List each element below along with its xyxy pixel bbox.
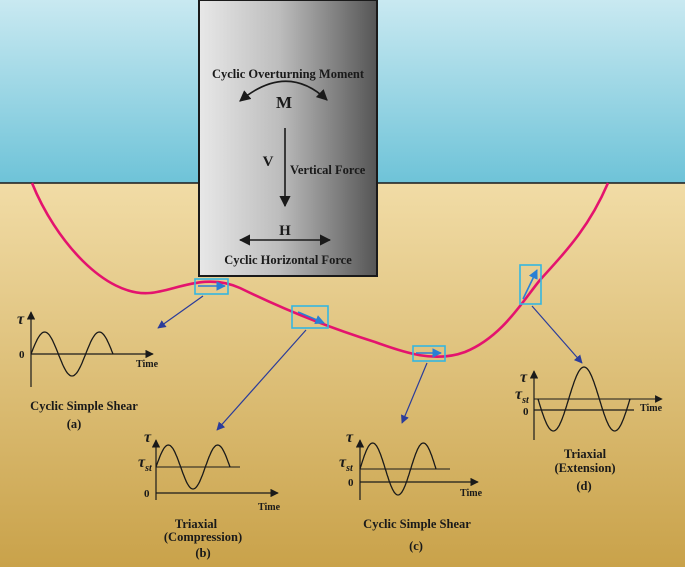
horizontal-symbol: H xyxy=(279,223,291,239)
plot-a-tag: (a) xyxy=(67,417,82,431)
plot-c: τ τst 0 Time Cyclic Simple Shear (c) xyxy=(339,429,483,553)
plot-c-wave xyxy=(359,442,437,496)
plot-d-zero: 0 xyxy=(523,406,529,418)
vertical-symbol: V xyxy=(263,154,274,170)
moment-symbol: M xyxy=(276,93,292,112)
element-box-a xyxy=(194,278,229,295)
failure-surface-curve xyxy=(30,182,610,359)
plot-b: τ τst 0 Time Triaxial (Compression) (b) xyxy=(138,429,281,560)
plot-b-title-1: Triaxial xyxy=(175,517,218,531)
plot-c-st-label: τst xyxy=(339,454,354,474)
plot-a-zero: 0 xyxy=(19,349,25,361)
plot-b-zero: 0 xyxy=(144,488,150,500)
element-box-b xyxy=(291,305,329,329)
plot-a-y-label: τ xyxy=(17,311,25,328)
element-box-d xyxy=(519,264,542,305)
plot-b-tag: (b) xyxy=(195,546,210,560)
plot-d-y-label: τ xyxy=(520,369,528,386)
plot-b-st-label: τst xyxy=(138,454,153,474)
plot-d-title-1: Triaxial xyxy=(564,447,607,461)
plot-d-st-label: τst xyxy=(515,386,530,406)
plot-b-y-label: τ xyxy=(144,429,152,446)
plot-b-x-label: Time xyxy=(258,502,281,513)
plot-c-zero: 0 xyxy=(348,477,354,489)
plot-d-tag: (d) xyxy=(576,479,591,493)
pointer-arrow-a xyxy=(157,295,204,329)
horizontal-label: Cyclic Horizontal Force xyxy=(224,253,352,267)
plot-c-x-label: Time xyxy=(460,488,483,499)
plot-c-y-label: τ xyxy=(346,429,354,446)
plot-b-wave xyxy=(155,444,231,490)
plot-a-x-label: Time xyxy=(136,359,159,370)
plot-d-x-label: Time xyxy=(640,403,663,414)
plot-d-title-2: (Extension) xyxy=(554,461,615,475)
plot-a: τ 0 Time Cyclic Simple Shear (a) xyxy=(17,311,159,431)
plot-b-title-2: (Compression) xyxy=(164,530,242,544)
plot-c-tag: (c) xyxy=(409,539,423,553)
vertical-label: Vertical Force xyxy=(290,163,366,177)
plot-d-wave xyxy=(537,366,631,432)
pile xyxy=(198,0,378,277)
pointer-arrow-d xyxy=(531,305,583,364)
plot-a-wave xyxy=(30,331,114,377)
pointer-arrow-c xyxy=(401,362,428,424)
element-box-c xyxy=(412,345,446,362)
moment-arrow-icon xyxy=(239,80,328,102)
pointer-arrow-b xyxy=(216,329,307,431)
plot-c-title: Cyclic Simple Shear xyxy=(363,517,471,531)
plot-a-title: Cyclic Simple Shear xyxy=(30,399,138,413)
moment-title: Cyclic Overturning Moment xyxy=(212,67,365,81)
plot-d: τ τst 0 Time Triaxial (Extension) (d) xyxy=(515,366,663,493)
